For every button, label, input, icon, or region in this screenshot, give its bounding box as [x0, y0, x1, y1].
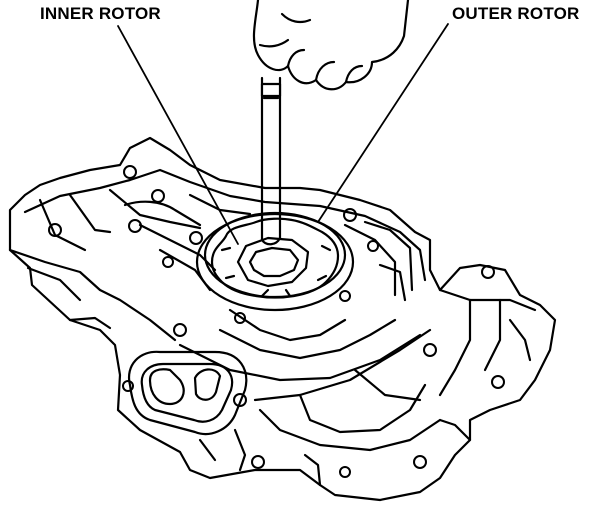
inner-rotor-label: INNER ROTOR — [40, 4, 161, 23]
pump-housing — [8, 136, 557, 502]
inner-rotor-leader — [117, 25, 239, 245]
outer-rotor-label: OUTER ROTOR — [452, 4, 580, 23]
tool-and-hand — [252, 0, 410, 246]
outer-rotor-shape — [210, 217, 340, 299]
housing-ribs — [38, 188, 532, 472]
rotor-assembly — [195, 211, 355, 312]
gasket-outline — [127, 350, 248, 436]
bolt-holes — [48, 165, 505, 478]
outer-rotor-leader — [317, 23, 449, 223]
inner-rotor-shape — [236, 236, 310, 288]
callout-leaders — [117, 23, 449, 245]
